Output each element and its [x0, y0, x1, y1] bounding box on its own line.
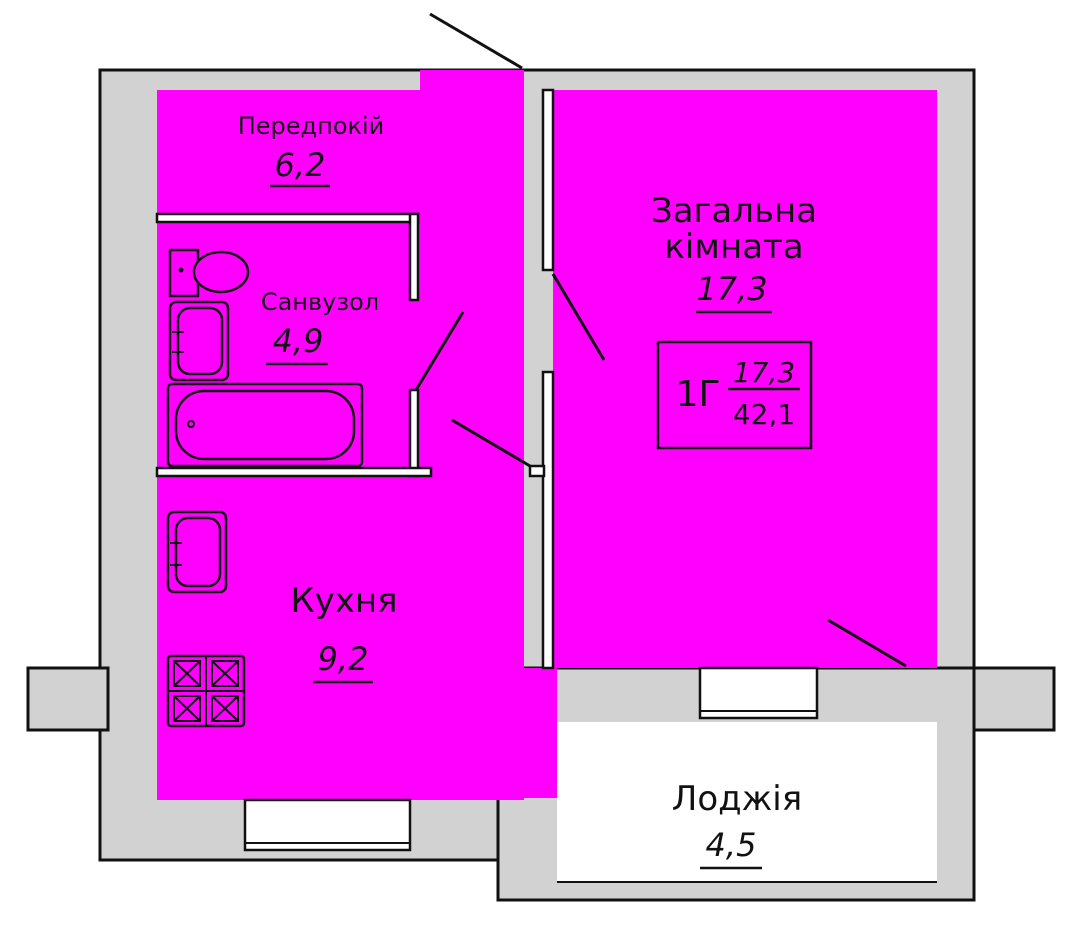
living-door	[551, 273, 606, 361]
bathtub-drain	[187, 420, 195, 428]
loggia-name: Лоджія	[672, 779, 802, 819]
wall-stub-left	[26, 666, 110, 732]
partition-upper	[541, 88, 555, 272]
living-area: 17,3	[696, 270, 767, 308]
bathroom-wall-top	[155, 212, 420, 224]
wall-stub-right	[968, 666, 1056, 732]
stove-icon	[166, 654, 246, 728]
bathtub-inner	[174, 389, 356, 461]
bathroom-area: 4,9	[273, 322, 324, 360]
kitchen-door	[451, 418, 531, 468]
apartment-type-badge: 1Г 17,3 42,1	[656, 340, 813, 450]
hallway-name: Передпокій	[238, 112, 385, 140]
kitchen-sink-basin	[174, 516, 222, 588]
kitchen-window	[243, 798, 412, 852]
living-name-line2: кімната	[664, 227, 803, 267]
loggia-area: 4,5	[706, 826, 757, 864]
room-loggia	[557, 722, 937, 882]
kitchen-extension	[500, 668, 557, 798]
toilet-bowl	[192, 250, 250, 294]
living-name-line1: Загальна	[651, 191, 817, 231]
bathroom-wall-bottom	[155, 466, 433, 478]
kitchen-name: Кухня	[290, 581, 397, 621]
entrance-gap	[420, 70, 524, 92]
entrance-door	[429, 12, 523, 70]
badge-total-area: 42,1	[733, 398, 795, 431]
living-window	[698, 666, 819, 720]
loggia-door	[827, 618, 907, 668]
bathroom-name: Санвузол	[261, 288, 379, 316]
hallway-area: 6,2	[275, 146, 326, 184]
kitchen-area: 9,2	[318, 640, 369, 678]
bathroom-door	[414, 311, 465, 391]
toilet-flush-dot	[178, 267, 184, 273]
bathroom-wall-right-upper	[408, 212, 420, 302]
bathroom-sink-basin	[176, 306, 224, 376]
bathroom-wall-right-lower	[408, 388, 420, 478]
partition-lower	[541, 370, 555, 670]
badge-type: 1Г	[676, 374, 721, 415]
badge-frame	[656, 340, 813, 450]
badge-living-area: 17,3	[733, 356, 795, 389]
partition-stub	[528, 464, 546, 478]
room-living	[553, 90, 937, 668]
